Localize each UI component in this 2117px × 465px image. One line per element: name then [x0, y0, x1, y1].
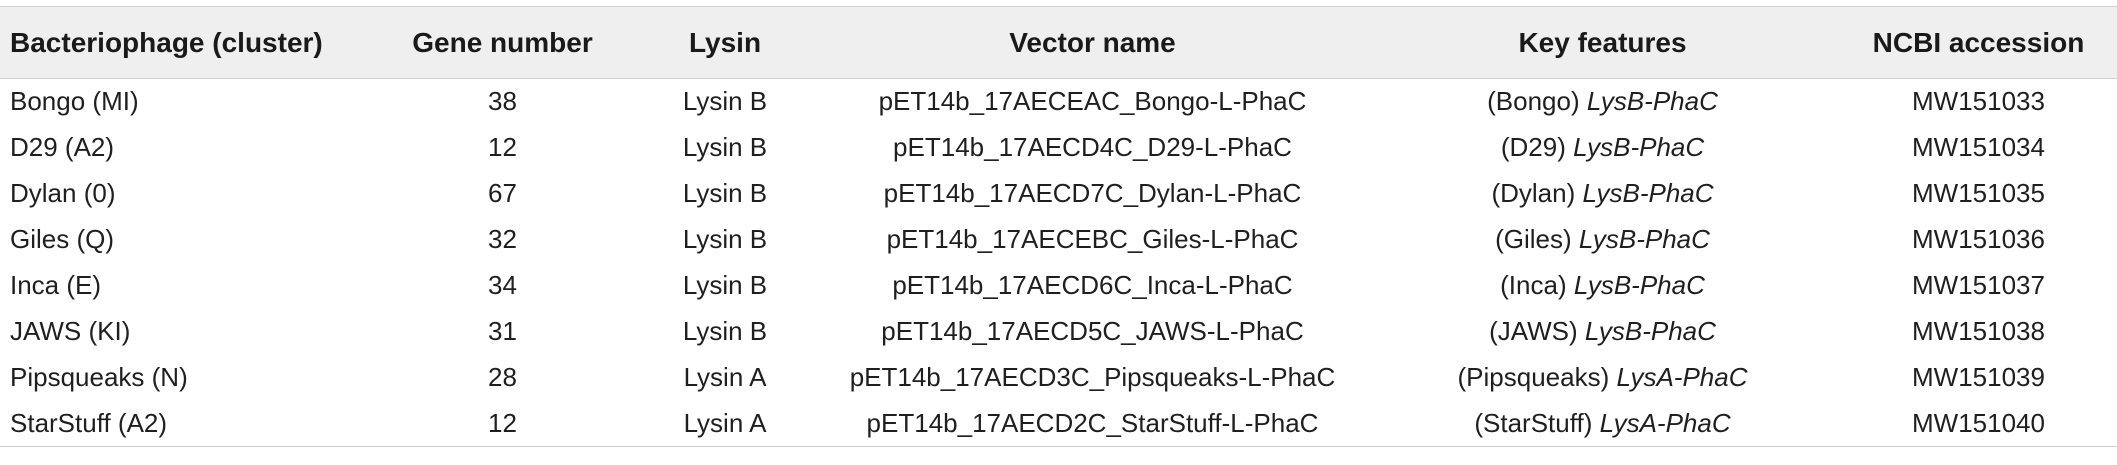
feature-gene: LysB-PhaC [1578, 224, 1710, 254]
cell-accession: MW151036 [1912, 224, 2045, 254]
cell-vector-name: pET14b_17AECEBC_Giles-L-PhaC [886, 224, 1299, 254]
header-lysin: Lysin [630, 6, 820, 79]
cell-gene-number: 34 [488, 270, 517, 300]
cell-gene-number: 32 [488, 224, 517, 254]
cell-gene-number: 28 [488, 362, 517, 392]
cell-vector-name: pET14b_17AECD7C_Dylan-L-PhaC [883, 178, 1302, 208]
cell-phage: StarStuff (A2) [0, 400, 375, 447]
cell-key-features: (D29) LysB-PhaC [1365, 125, 1840, 171]
cell-lysin: Lysin B [682, 86, 768, 117]
table-row: Giles (Q) 32 Lysin B pET14b_17AECEBC_Gil… [0, 217, 2117, 263]
cell-accession: MW151037 [1912, 270, 2045, 300]
cell-lysin: Lysin B [682, 316, 768, 346]
cell-phage: JAWS (KI) [10, 316, 131, 346]
cell-lysin: Lysin A [630, 400, 820, 447]
cell-key-features: (Pipsqueaks) LysA-PhaC [1365, 355, 1840, 401]
feature-prefix: (StarStuff) [1474, 407, 1600, 438]
cell-lysin: Lysin B [682, 224, 768, 254]
cell-gene-number: 12 [375, 400, 630, 447]
table-row: Bongo (MI) 38 Lysin B pET14b_17AECEAC_Bo… [0, 79, 2117, 125]
cell-vector-name: pET14b_17AECD6C_Inca-L-PhaC [892, 270, 1293, 300]
cell-phage: Giles (Q) [10, 224, 114, 254]
phage-vector-table: Bacteriophage (cluster) Gene number Lysi… [0, 6, 2117, 447]
feature-gene: LysB-PhaC [1573, 132, 1705, 162]
feature-prefix: (Inca) [1500, 270, 1574, 300]
cell-key-features: (Inca) LysB-PhaC [1365, 263, 1840, 309]
cell-vector-name: pET14b_17AECD4C_D29-L-PhaC [893, 132, 1292, 162]
table-row: StarStuff (A2) 12 Lysin A pET14b_17AECD2… [0, 400, 2117, 447]
cell-key-features: (Dylan) LysB-PhaC [1365, 171, 1840, 217]
cell-vector-name: pET14b_17AECEAC_Bongo-L-PhaC [878, 86, 1307, 117]
cell-phage: Pipsqueaks (N) [10, 362, 188, 392]
cell-gene-number: 12 [488, 132, 517, 162]
feature-gene: LysA-PhaC [1599, 407, 1731, 438]
feature-prefix: (Bongo) [1487, 86, 1587, 117]
table-header: Bacteriophage (cluster) Gene number Lysi… [0, 6, 2117, 79]
header-vector-name: Vector name [820, 6, 1365, 79]
feature-prefix: (Giles) [1495, 224, 1579, 254]
header-bacteriophage: Bacteriophage (cluster) [0, 6, 375, 79]
feature-gene: LysB-PhaC [1573, 270, 1705, 300]
table-body: Bongo (MI) 38 Lysin B pET14b_17AECEAC_Bo… [0, 79, 2117, 447]
table-row: JAWS (KI) 31 Lysin B pET14b_17AECD5C_JAW… [0, 309, 2117, 355]
table-row: Pipsqueaks (N) 28 Lysin A pET14b_17AECD3… [0, 355, 2117, 401]
cell-accession: MW151038 [1912, 316, 2045, 346]
cell-phage: Inca (E) [10, 270, 102, 300]
cell-lysin: Lysin B [682, 178, 768, 208]
feature-gene: LysB-PhaC [1586, 86, 1718, 117]
feature-gene: LysA-PhaC [1616, 362, 1748, 392]
cell-vector-name: pET14b_17AECD5C_JAWS-L-PhaC [881, 316, 1304, 346]
feature-prefix: (JAWS) [1489, 316, 1585, 346]
header-ncbi-accession: NCBI accession [1840, 6, 2117, 79]
cell-key-features: (StarStuff) LysA-PhaC [1365, 400, 1840, 447]
cell-accession: MW151035 [1912, 178, 2045, 208]
cell-accession: MW151039 [1912, 362, 2045, 392]
cell-phage: D29 (A2) [10, 132, 115, 162]
cell-key-features: (JAWS) LysB-PhaC [1365, 309, 1840, 355]
cell-lysin: Lysin B [682, 132, 768, 162]
cell-lysin: Lysin A [683, 362, 767, 392]
header-key-features: Key features [1365, 6, 1840, 79]
feature-prefix: (Dylan) [1491, 178, 1583, 208]
cell-phage: Bongo (MI) [10, 86, 139, 117]
cell-gene-number: 38 [488, 86, 517, 117]
cell-gene-number: 67 [488, 178, 517, 208]
cell-key-features: (Giles) LysB-PhaC [1365, 217, 1840, 263]
cell-vector-name: pET14b_17AECD2C_StarStuff-L-PhaC [820, 400, 1365, 447]
cell-accession: MW151033 [1912, 86, 2045, 117]
feature-gene: LysB-PhaC [1582, 178, 1714, 208]
table-row: Inca (E) 34 Lysin B pET14b_17AECD6C_Inca… [0, 263, 2117, 309]
header-row: Bacteriophage (cluster) Gene number Lysi… [0, 6, 2117, 79]
cell-accession: MW151040 [1840, 400, 2117, 447]
cell-vector-name: pET14b_17AECD3C_Pipsqueaks-L-PhaC [849, 362, 1336, 392]
feature-gene: LysB-PhaC [1584, 316, 1716, 346]
cell-key-features: (Bongo) LysB-PhaC [1365, 79, 1840, 125]
header-gene-number: Gene number [375, 6, 630, 79]
cell-gene-number: 31 [488, 316, 517, 346]
cell-accession: MW151034 [1912, 132, 2045, 162]
table-row: D29 (A2) 12 Lysin B pET14b_17AECD4C_D29-… [0, 125, 2117, 171]
cell-phage: Dylan (0) [10, 178, 116, 208]
feature-prefix: (D29) [1500, 132, 1574, 162]
feature-prefix: (Pipsqueaks) [1457, 362, 1617, 392]
cell-lysin: Lysin B [682, 270, 768, 300]
table-row: Dylan (0) 67 Lysin B pET14b_17AECD7C_Dyl… [0, 171, 2117, 217]
